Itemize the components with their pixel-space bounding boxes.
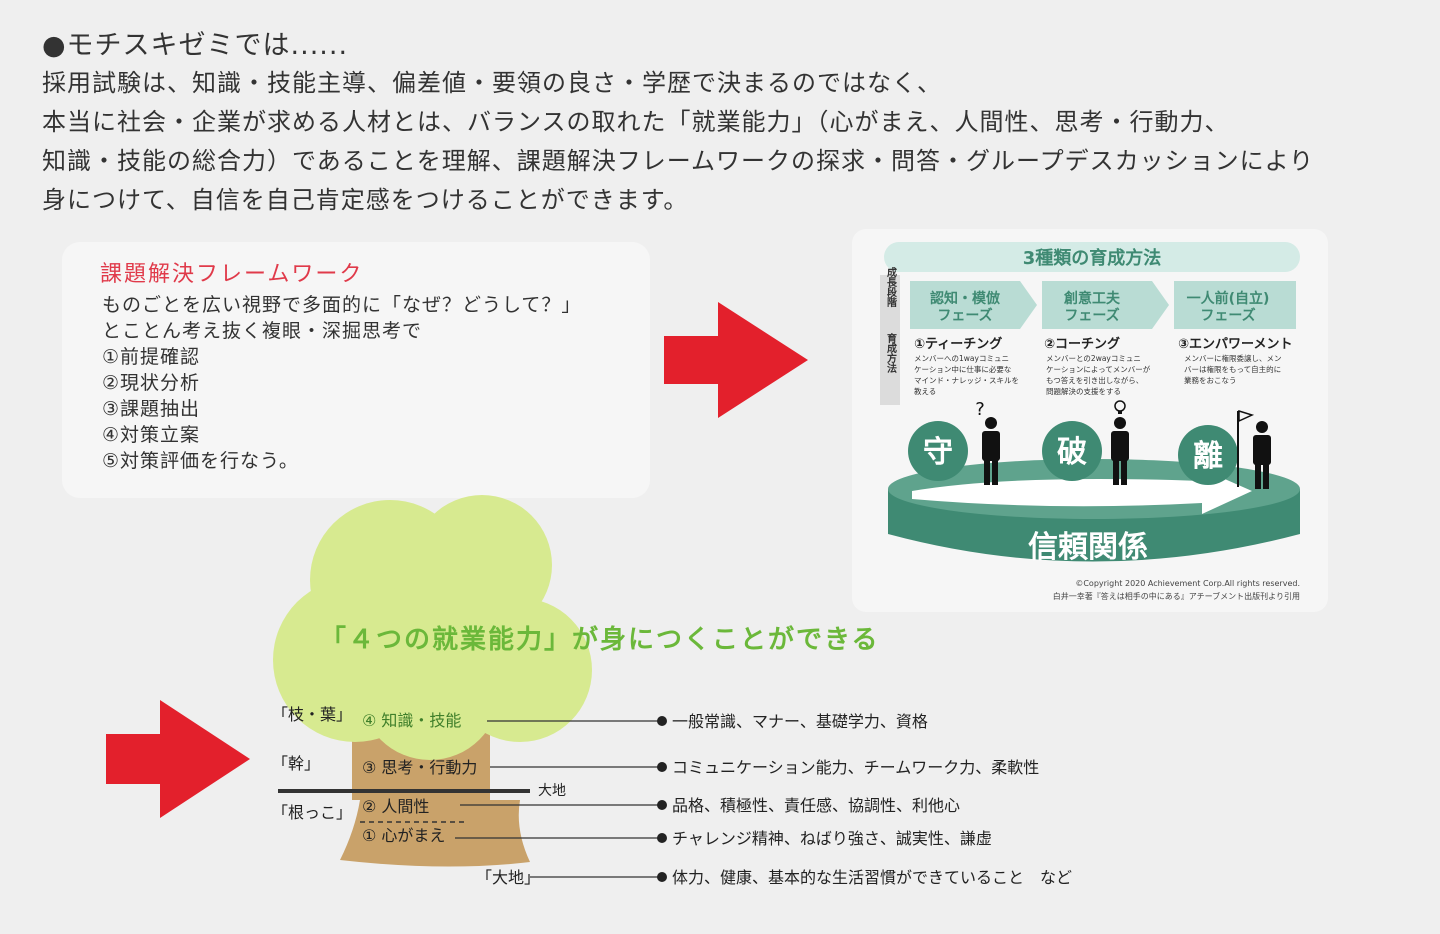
method-desc: メンバーに権限委譲し、メン (1184, 353, 1282, 363)
method-name: ①ティーチング (914, 336, 1002, 352)
ground-label: 大地 (538, 783, 566, 799)
side-label-method: 育成方法 (885, 332, 897, 374)
cycle-arrow-icon (912, 469, 1252, 514)
citation-text: 白井一幸著『答えは相手の中にある』アチーブメント出版刊より引用 (1052, 592, 1300, 601)
method-desc: もつ答えを引き出しながら、 (1046, 375, 1143, 385)
ability-description: 一般常識、マナー、基礎学力、資格 (672, 712, 928, 731)
method-desc: メンバーへの1wayコミュニ (914, 354, 1009, 363)
person-icon (1111, 417, 1129, 485)
method-desc: 業務をおこなう (1184, 375, 1237, 385)
phase-label: フェーズ (1200, 307, 1255, 324)
method-name: ②コーチング (1044, 336, 1120, 352)
kanji-label: 破 (1057, 435, 1087, 470)
phase-label: 一人前(自立) (1187, 290, 1270, 307)
tree-canopy (273, 495, 592, 760)
bullet-dot-icon (657, 716, 667, 726)
intro-line: 採用試験は、知識・技能主導、偏差値・要領の良さ・学歴で決まるのではなく、 (42, 69, 942, 97)
phase-label: フェーズ (937, 307, 992, 324)
method-desc: 問題解決の支援をする (1046, 386, 1121, 396)
tree-part-label: 「根っこ」 (272, 803, 353, 822)
framework-step: ①前提確認 (102, 346, 201, 368)
intro-line: 本当に社会・企業が求める人材とは、バランスの取れた「就業能力」（心がまえ、人間性… (42, 108, 1230, 136)
bullet-dot-icon (657, 762, 667, 772)
side-label-bar (880, 275, 900, 405)
question-mark: ? (975, 399, 985, 420)
framework-title: 課題解決フレームワーク (100, 262, 364, 287)
method-desc: 教える (914, 386, 936, 396)
intro-heading: ●モチスキゼミでは...... (42, 30, 349, 61)
growth-methods-diagram: 3種類の育成方法 成長段階 育成方法 認知・模倣 フェーズ 創意工夫 フェーズ … (880, 242, 1300, 565)
ability-label: ② 人間性 (362, 797, 430, 816)
bullet-dot-icon (657, 800, 667, 810)
kanji-circle (1178, 425, 1238, 485)
framework-card (62, 242, 650, 498)
kanji-label: 離 (1193, 439, 1223, 474)
framework-step: ④対策立案 (102, 424, 201, 446)
phase-box (1174, 281, 1296, 329)
framework-step: ⑤対策評価を行なう。 (102, 450, 299, 472)
framework-line: とことん考え抜く複眼・深掘思考で (102, 320, 423, 342)
four-abilities-title: 「４つの就業能力」が身につくことができる (320, 625, 880, 655)
intro-line: 知識・技能の総合力）であることを理解、課題解決フレームワークの探求・問答・グルー… (42, 147, 1315, 175)
red-arrow-right-icon (106, 700, 250, 818)
phase-label: フェーズ (1064, 307, 1119, 324)
tree-roots (340, 800, 530, 867)
tree-part-label: 「幹」 (272, 754, 321, 773)
tree-part-label: 「大地」 (476, 868, 541, 887)
method-name: ③エンパワーメント (1178, 337, 1293, 352)
intro-line: 身につけて、自信を自己肯定感をつけることができます。 (42, 186, 689, 214)
lightbulb-icon (1114, 400, 1126, 414)
ability-description: 体力、健康、基本的な生活習慣ができていること など (672, 868, 1073, 887)
phase-chevron (1042, 281, 1169, 329)
framework-step: ③課題抽出 (102, 398, 201, 420)
phase-label: 認知・模倣 (930, 290, 1001, 307)
framework-step: ②現状分析 (102, 372, 201, 394)
kanji-circle (1042, 421, 1102, 481)
bullet-dot-icon (657, 833, 667, 843)
phase-chevron (910, 281, 1037, 329)
trust-label: 信頼関係 (1028, 530, 1148, 565)
kanji-label: 守 (923, 435, 953, 470)
ability-description: 品格、積極性、責任感、協調性、利他心 (672, 796, 961, 815)
method-desc: メンバーとの2wayコミュニ (1046, 354, 1141, 363)
intro-section: ●モチスキゼミでは...... 採用試験は、知識・技能主導、偏差値・要領の良さ・… (42, 28, 1422, 220)
copyright-text: ©Copyright 2020 Achievement Corp.All rig… (1075, 579, 1300, 588)
method-desc: ケーション中に仕事に必要な (914, 364, 1011, 374)
ability-label: ③ 思考・行動力 (362, 758, 478, 777)
bullet-dot-icon (657, 872, 667, 882)
method-desc: ケーションによってメンバーが (1046, 364, 1151, 374)
tree-part-label: 「枝・葉」 (272, 705, 353, 724)
ability-description: チャレンジ精神、ねばり強さ、誠実性、謙虚 (672, 829, 992, 848)
method-desc: バーは権限をもって自主的に (1184, 364, 1281, 374)
framework-line: ものごとを広い視野で多面的に「なぜ？どうして？」 (102, 294, 582, 316)
kanji-circle (908, 421, 968, 481)
ability-description: コミュニケーション能力、チームワーク力、柔軟性 (672, 758, 1040, 777)
ability-label: ① 心がまえ (362, 826, 446, 845)
side-label-stage: 成長段階 (885, 266, 897, 308)
person-icon (982, 417, 1000, 485)
framework-lines: ものごとを広い視野で多面的に「なぜ？どうして？」 とことん考え抜く複眼・深掘思考… (102, 292, 581, 474)
growth-methods-card: 3種類の育成方法 成長段階 育成方法 認知・模倣 フェーズ 創意工夫 フェーズ … (852, 229, 1328, 612)
phase-label: 創意工夫 (1063, 290, 1121, 307)
red-arrow-right-icon (664, 302, 808, 418)
method-desc: マインド・ナレッジ・スキルを (914, 376, 1019, 385)
ground-line (278, 789, 530, 793)
ability-label: ④ 知識・技能 (362, 711, 462, 730)
growth-title: 3種類の育成方法 (1023, 247, 1162, 269)
growth-title-banner (884, 242, 1300, 272)
person-with-flag-icon (1237, 409, 1271, 489)
